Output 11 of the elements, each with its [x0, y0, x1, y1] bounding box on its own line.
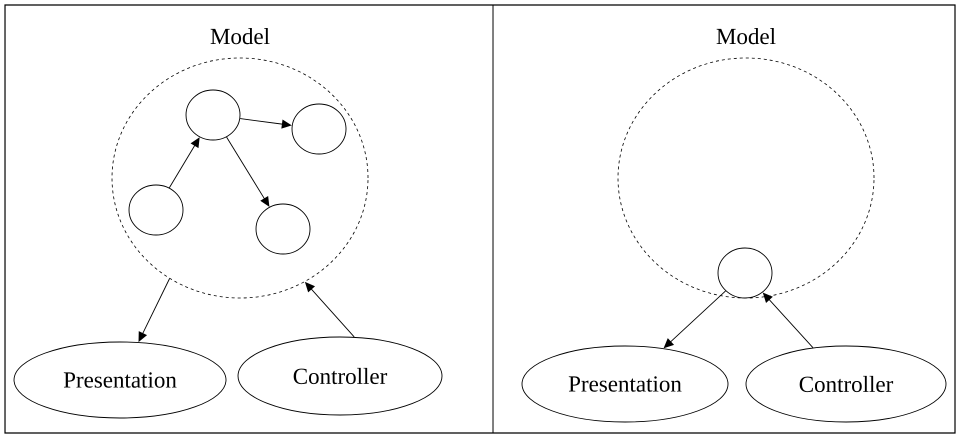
model-label: Model: [716, 28, 776, 44]
oval-node: Presentation: [522, 346, 728, 422]
arrow: [664, 290, 726, 348]
model-label: Model: [210, 28, 270, 44]
small-circle: [186, 90, 240, 140]
small-circle: [256, 204, 310, 254]
oval-node: Controller: [238, 336, 442, 416]
oval-node: Presentation: [14, 342, 226, 418]
small-circle: [128, 184, 184, 236]
small-circle: [292, 104, 346, 154]
oval-node: Controller: [746, 346, 946, 422]
